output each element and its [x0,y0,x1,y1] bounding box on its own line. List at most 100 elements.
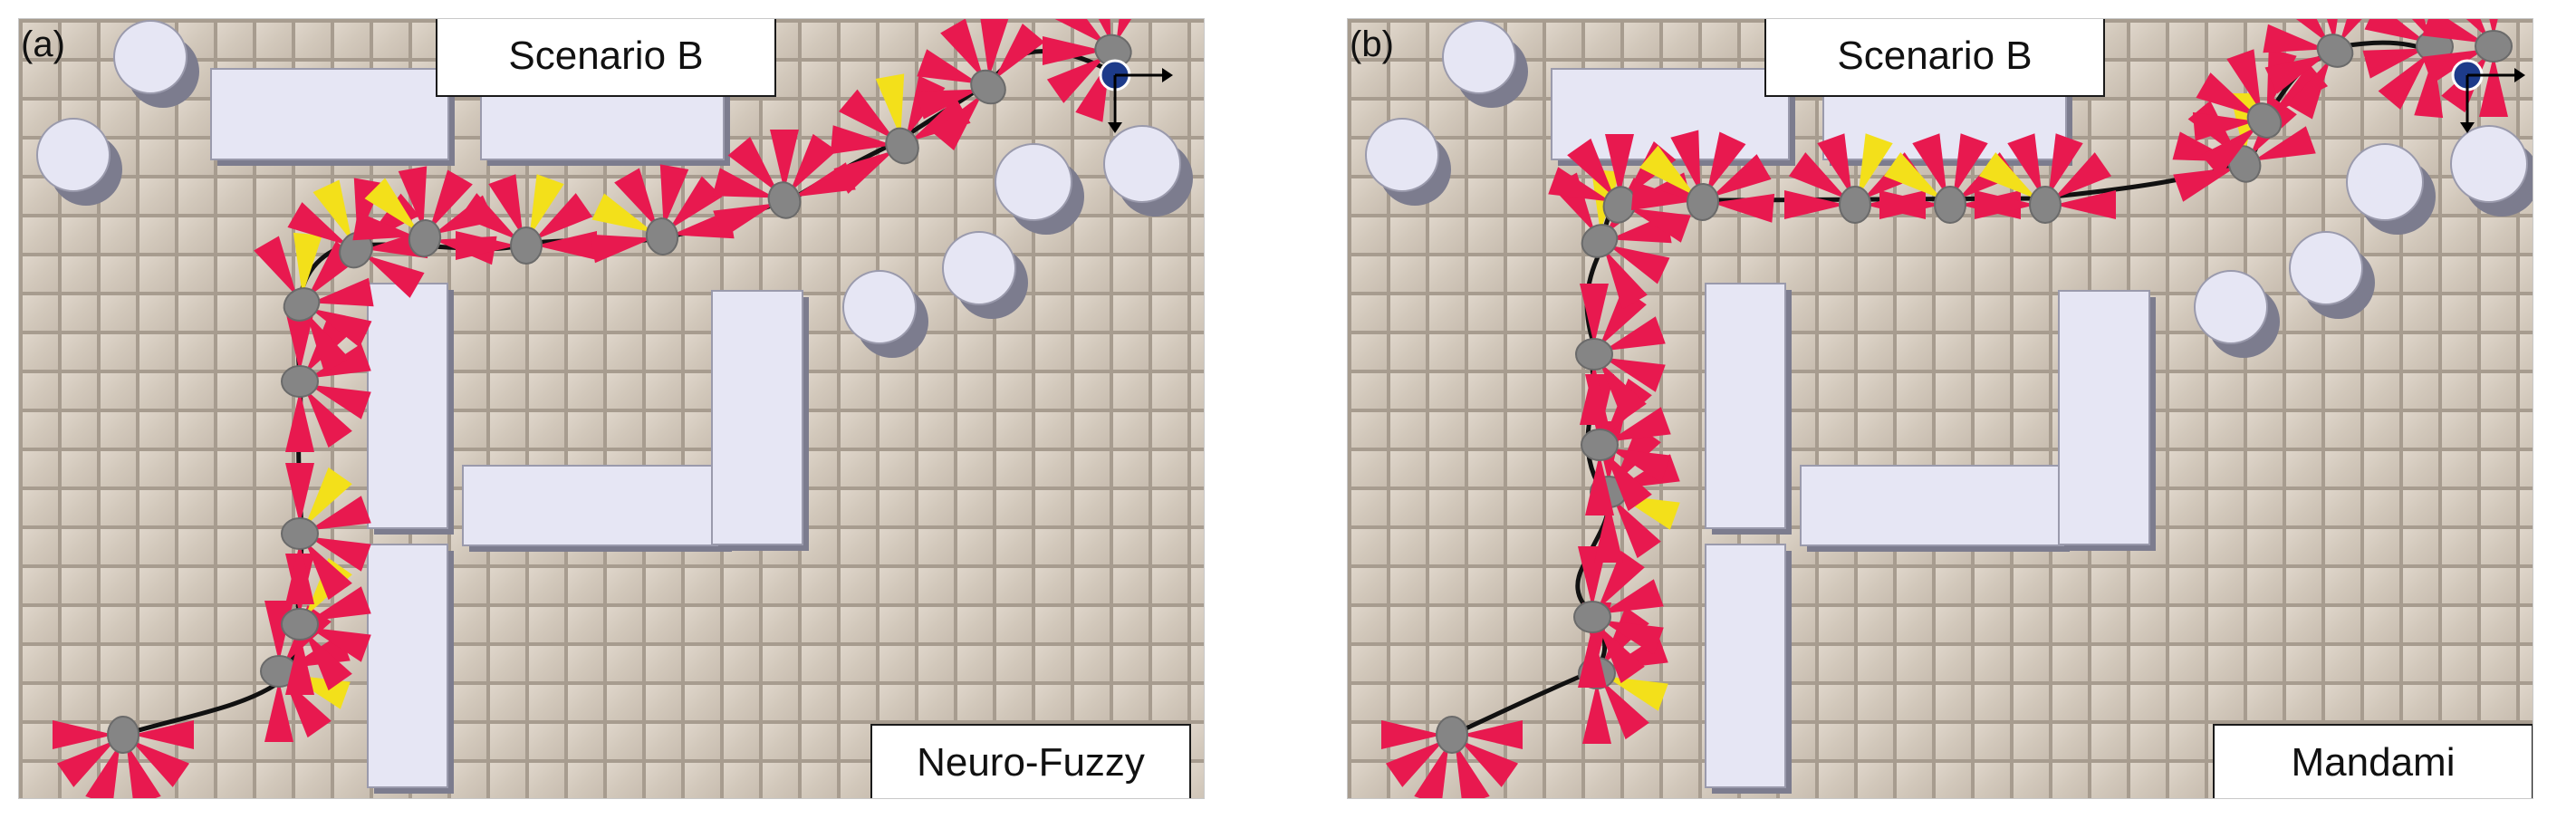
sensor-cone [2048,133,2083,197]
sensor-cone [1580,363,1609,425]
sensor-cone [1600,620,1664,655]
sensor-cone [535,231,597,260]
sensor-cone [1580,284,1609,345]
sensor-cone [254,236,297,297]
sensor-cone [53,720,114,749]
robot-pose [281,463,371,604]
sensor-cone [1116,19,1151,43]
scene-a [36,19,1193,798]
obstacle-cylinder [1442,20,1528,108]
method-label: Neuro-Fuzzy [870,724,1191,798]
sensor-cone-active [1605,676,1668,711]
sensor-cone [1585,454,1614,515]
sensor-cone [1597,550,1645,610]
obstacle-cylinder [1365,118,1451,206]
method-label: Mandami [2213,724,2533,798]
sensor-cone [1461,720,1523,749]
sensor-cone [56,739,116,787]
sensor-cone-active [1639,145,1697,197]
sensor-cone [2378,53,2429,111]
sensor-cone [2263,24,2327,53]
robot-body [767,181,802,219]
robot-body [2246,102,2283,139]
sensor-cone-active [1883,152,1943,200]
obstacle-block [2058,290,2156,551]
sensor-cone [533,193,593,241]
sensor-cone-active [304,467,352,526]
sensor-cone [308,496,371,531]
sensor-cone [2200,126,2258,178]
panel-b: (b) Scenario B Mandami [1347,18,2533,799]
sensor-cone [2226,49,2262,112]
sensor-cone [2479,55,2508,117]
sensor-cone-active [1858,133,1893,197]
sensor-cone [2287,58,2331,120]
robot-pose [254,232,374,373]
robot-body [1575,338,1613,371]
sensor-cone [456,231,517,260]
robot-pose [1573,546,1664,688]
sensor-cone [1597,624,1645,684]
sensor-cone [1455,743,1490,798]
robot-body [1436,716,1468,754]
sensor-cone [727,136,779,194]
robot-body [2475,30,2513,63]
robot-body [645,217,679,255]
sensor-cone [2314,19,2344,43]
sensor-cone-active [875,73,905,138]
sensor-cone [668,176,723,230]
sensor-cone [2253,126,2316,161]
obstacle-cylinder [995,143,1084,235]
sensor-cone [1594,501,1623,563]
sensor-cone [1613,499,1661,559]
sensor-cone [1459,739,1519,787]
robot-pose [456,174,597,265]
robot-body [1573,601,1611,633]
sensor-cone [1602,357,1666,392]
sensor-cone [2007,133,2043,197]
robot-body [283,287,321,322]
goal-marker [1099,59,1173,133]
sensor-cone [1599,361,1647,421]
sensor-cone [1608,407,1671,442]
sensor-cone [917,49,980,84]
sensor-cone [2192,111,2256,141]
sensor-cone [308,627,371,662]
goal-marker [2451,59,2525,133]
sensor-cone [916,89,980,120]
sensor-cone [713,203,776,238]
obstacle-cylinder [2346,143,2436,235]
sensor-cone [398,166,428,230]
robot-body [281,365,319,398]
sensor-cone [830,125,894,155]
sensor-cone [2489,19,2498,37]
sensor-cone [1381,720,1443,749]
sensor-cone [2364,19,2427,43]
sensor-cone [1602,316,1666,352]
robot-body [2316,34,2354,68]
obstacle-cylinder [942,231,1028,319]
sensor-cone [2196,72,2257,117]
sensor-cone [308,384,371,419]
robot-body [1581,224,1619,258]
sensor-cone [1049,19,1107,45]
sensor-cone [1953,133,1988,197]
robot-body [408,219,442,257]
robot-body [1602,186,1637,224]
robot-body [1839,186,1871,224]
robot-pose [1042,19,1151,122]
sensor-cone [1879,190,1941,219]
obstacle-cylinder [2194,270,2280,358]
sensor-cone [1604,452,1652,512]
scenario-title: Scenario B [436,19,776,97]
sensor-cone [459,193,519,241]
obstacle-cylinder [36,118,122,206]
sensor-cone [1567,138,1615,198]
robot-body [1934,186,1966,224]
sensor-cone [130,739,190,787]
obstacle-block [367,283,454,535]
sensor-cone [1601,680,1649,740]
sensor-cone [310,277,374,307]
sensor-cone [488,174,524,237]
sensor-cone [285,463,314,525]
